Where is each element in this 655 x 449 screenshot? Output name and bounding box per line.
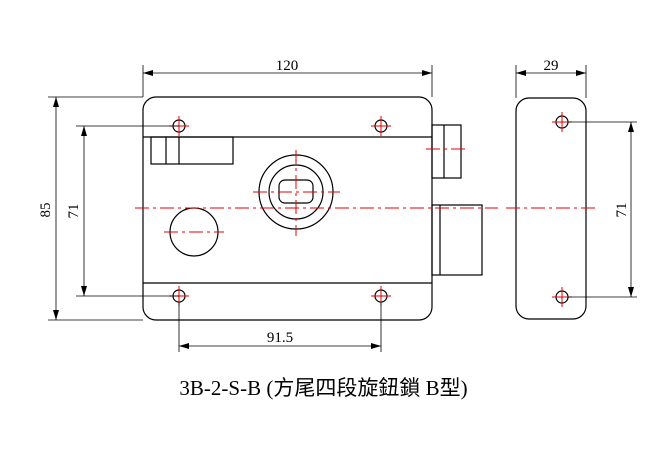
dim-hole-vertical-spacing: 71 [66, 204, 82, 219]
dim-side-hole-spacing: 71 [614, 203, 630, 218]
hole-crosshairs [169, 116, 391, 306]
side-view-centerlines [506, 112, 596, 307]
dim-side-thickness: 29 [544, 58, 559, 74]
dim-hole-horizontal-spacing: 91.5 [267, 330, 293, 346]
square-tail-bolt [431, 204, 483, 276]
upper-bolt-stub [431, 124, 462, 179]
dim-overall-width: 120 [276, 58, 299, 74]
dimension-arrows [53, 70, 634, 349]
latch-block [150, 136, 234, 165]
dimension-lines [48, 65, 637, 352]
front-view-centerlines [135, 148, 498, 236]
dim-overall-height: 85 [38, 203, 54, 218]
drawing-caption: 3B-2-S-B (方尾四段旋鈕鎖 B型) [179, 376, 468, 400]
